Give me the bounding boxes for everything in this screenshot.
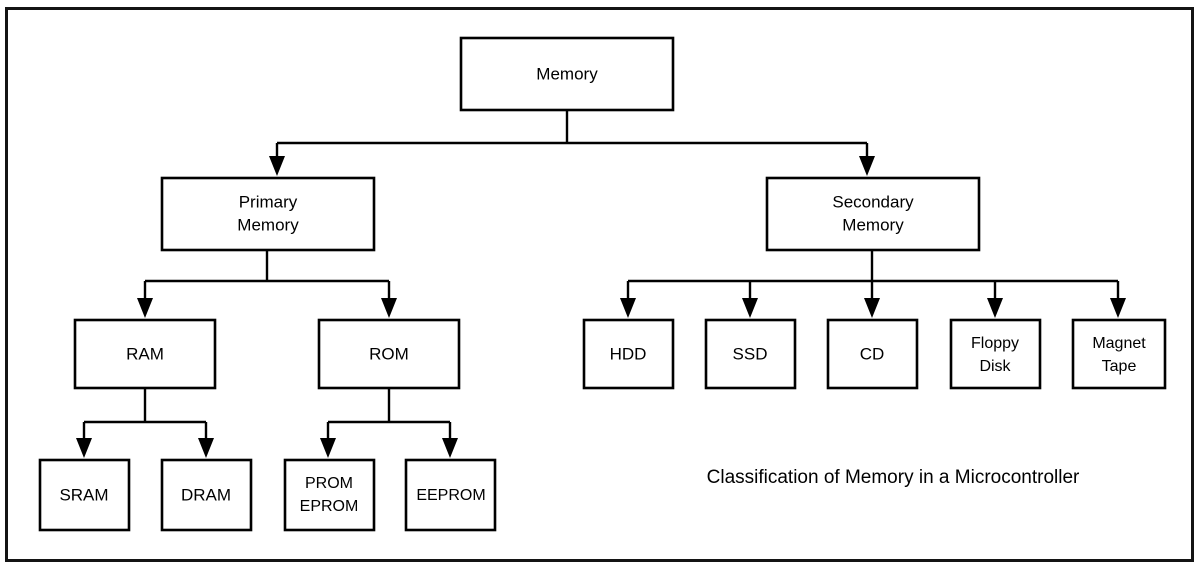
node-secondary-memory[interactable] [765, 176, 981, 252]
node-eeprom-label: EEPROM [416, 487, 485, 504]
node-magnet-tape[interactable] [1071, 318, 1167, 390]
node-rom-label: ROM [369, 344, 409, 363]
arrowhead-to-tape [1110, 298, 1126, 318]
node-ram[interactable] [73, 318, 217, 390]
node-secondary-memory-label-line2: Memory [842, 215, 904, 234]
node-sram[interactable] [38, 458, 131, 532]
arrowhead-to-cd [864, 298, 880, 318]
arrowhead-to-eeprom [442, 438, 458, 458]
node-floppy-disk[interactable] [949, 318, 1042, 390]
arrowhead-to-prom [320, 438, 336, 458]
node-magnet-tape-label-line2: Tape [1102, 358, 1137, 375]
arrowhead-to-ssd [742, 298, 758, 318]
arrowhead-to-secondary [859, 156, 875, 176]
arrowhead-to-dram [198, 438, 214, 458]
connector-primary-children [143, 248, 391, 300]
node-floppy-disk-label-line2: Disk [979, 358, 1011, 375]
node-memory-label: Memory [536, 64, 598, 83]
node-rom[interactable] [317, 318, 461, 390]
connector-rom-children [326, 388, 452, 440]
node-hdd[interactable] [582, 318, 675, 390]
connector-ram-children [82, 388, 208, 440]
node-floppy-disk-label-line1: Floppy [971, 335, 1019, 352]
node-eeprom[interactable] [404, 458, 497, 532]
node-hdd-label: HDD [610, 344, 647, 363]
node-primary-memory-label-line2: Memory [237, 215, 299, 234]
node-sram-label: SRAM [59, 485, 108, 504]
connector-secondary-children [626, 248, 1120, 300]
connector-memory-children [275, 110, 869, 158]
node-ram-label: RAM [126, 344, 164, 363]
node-ssd[interactable] [704, 318, 797, 390]
arrowhead-to-ram [137, 298, 153, 318]
node-primary-memory-label-line1: Primary [239, 192, 298, 211]
diagram-caption: Classification of Memory in a Microcontr… [707, 467, 1080, 488]
arrowhead-to-sram [76, 438, 92, 458]
arrowhead-to-primary [269, 156, 285, 176]
node-cd[interactable] [826, 318, 919, 390]
arrowhead-to-hdd [620, 298, 636, 318]
arrowhead-to-rom [381, 298, 397, 318]
node-dram-label: DRAM [181, 485, 231, 504]
node-primary-memory[interactable] [160, 176, 376, 252]
node-prom-eprom-label-line1: PROM [305, 475, 353, 492]
node-dram[interactable] [160, 458, 253, 532]
arrowhead-to-floppy [987, 298, 1003, 318]
node-prom-eprom[interactable] [283, 458, 376, 532]
node-memory[interactable] [459, 36, 675, 112]
node-ssd-label: SSD [733, 344, 768, 363]
node-secondary-memory-label-line1: Secondary [832, 192, 914, 211]
node-magnet-tape-label-line1: Magnet [1092, 335, 1146, 352]
node-prom-eprom-label-line2: EPROM [300, 498, 359, 515]
node-cd-label: CD [860, 344, 885, 363]
